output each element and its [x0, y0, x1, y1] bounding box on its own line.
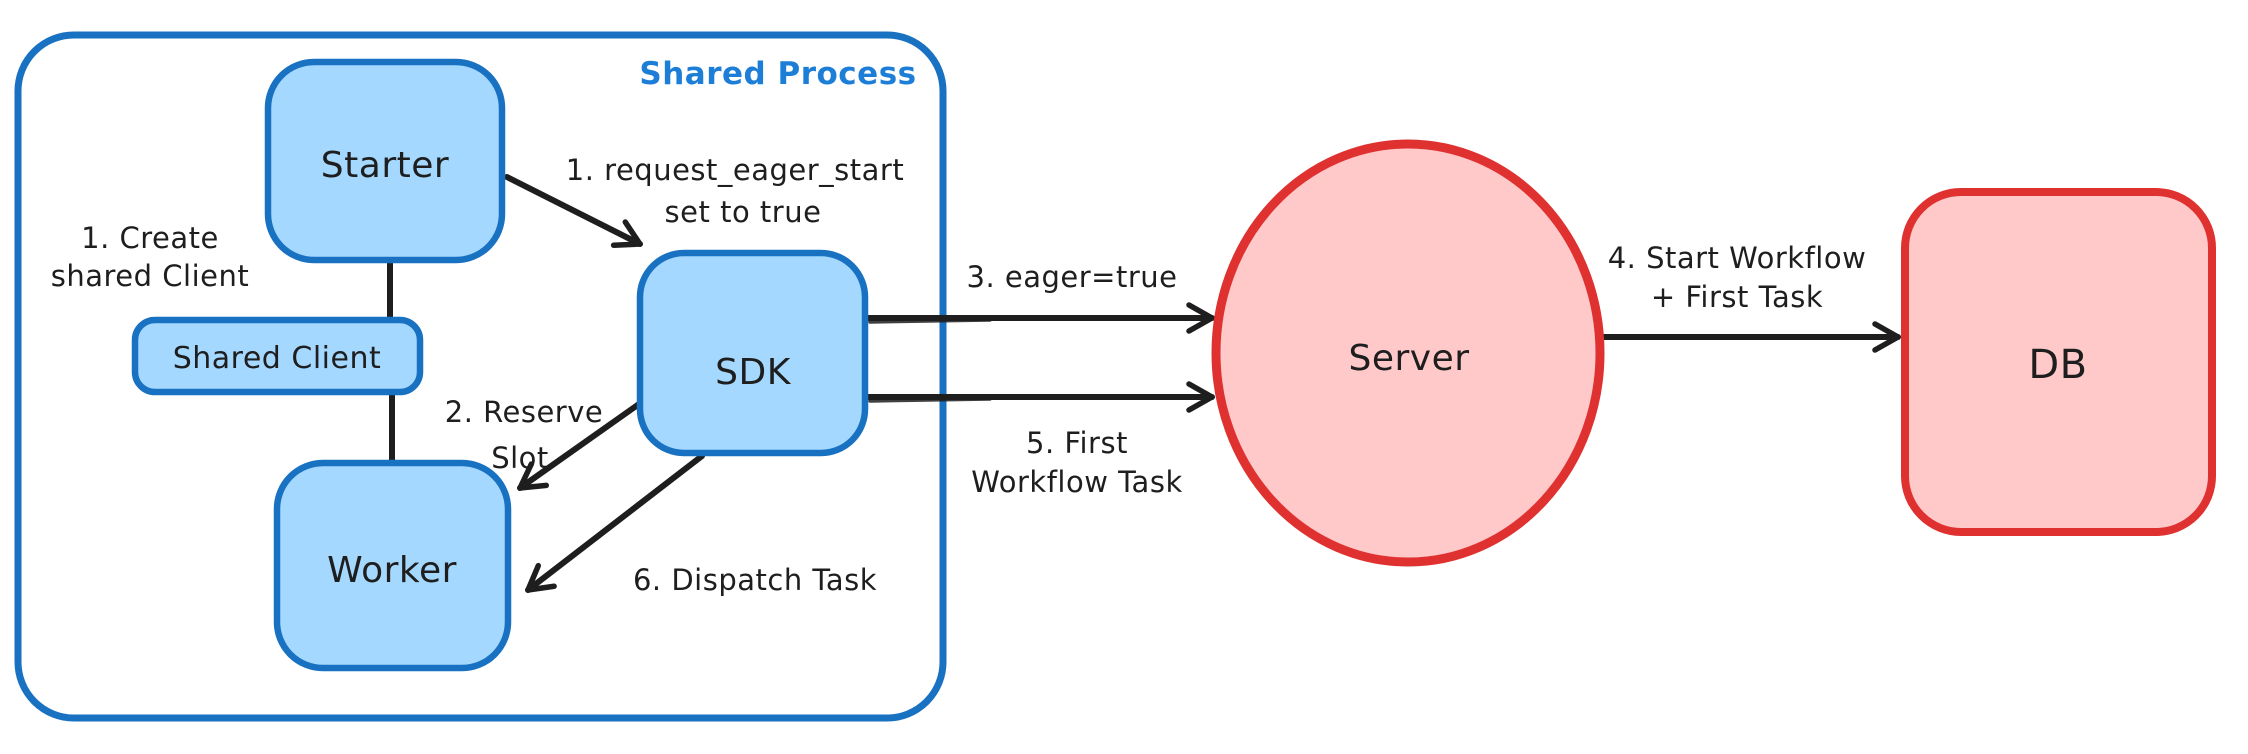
- annotation-request-eager-start-line2: set to true: [665, 195, 822, 229]
- annotation-eager-true: 3. eager=true: [967, 260, 1178, 294]
- server-label: Server: [1348, 338, 1469, 379]
- annotation-dispatch-task: 6. Dispatch Task: [633, 563, 877, 597]
- worker-label: Worker: [327, 550, 457, 591]
- annotation-first-workflow-task-line1: 5. First: [1026, 426, 1128, 460]
- starter-label: Starter: [321, 145, 449, 186]
- annotation-create-client-line1: 1. Create: [81, 221, 219, 255]
- annotation-create-client-line2: shared Client: [51, 259, 249, 293]
- annotation-reserve-slot-line2: Slot: [491, 441, 549, 475]
- db-node: [1901, 188, 2216, 536]
- annotation-reserve-slot-line1: 2. Reserve: [445, 395, 603, 429]
- db-label: DB: [2028, 342, 2087, 388]
- annotation-first-workflow-task-line2: Workflow Task: [971, 465, 1182, 499]
- edge-overdraw-stroke: [868, 397, 992, 403]
- worker-node: [273, 459, 512, 672]
- edge-overdraw-stroke: [868, 318, 992, 324]
- annotation-start-workflow-line1: 4. Start Workflow: [1608, 241, 1867, 275]
- annotation-start-workflow-line2: + First Task: [1651, 280, 1823, 314]
- edge-sdk-worker-reserve-slot: [517, 401, 642, 491]
- sdk-node: [636, 249, 869, 457]
- edge-starter-sdk-request-eager: [504, 174, 643, 249]
- server-node: [1211, 139, 1605, 567]
- starter-node: [264, 58, 506, 264]
- shared-client-node: [131, 316, 424, 396]
- sdk-label: SDK: [715, 352, 792, 393]
- shared-client-label: Shared Client: [173, 341, 382, 376]
- shared-process-container: [14, 31, 947, 722]
- edge-sdk-worker-dispatch-task: [525, 453, 705, 593]
- shared-process-label: Shared Process: [639, 56, 916, 92]
- annotation-request-eager-start-line1: 1. request_eager_start: [566, 153, 904, 187]
